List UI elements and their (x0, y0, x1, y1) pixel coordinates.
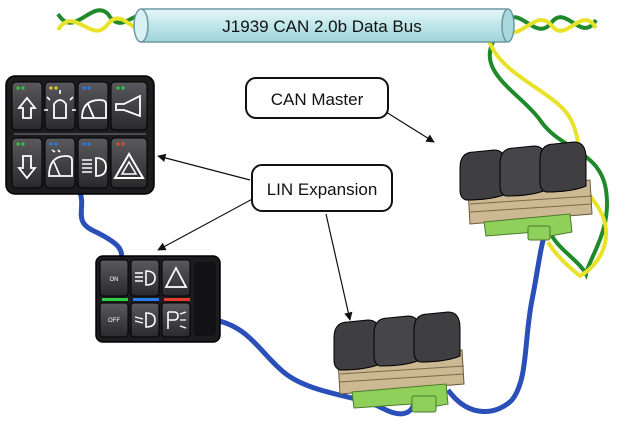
can-master-module (459, 141, 593, 241)
keypad-small-button[interactable] (161, 259, 191, 297)
horn-icon (115, 94, 141, 118)
headlight-icon (135, 270, 156, 286)
module-key[interactable] (413, 311, 461, 363)
keypad-large-button[interactable] (11, 137, 43, 189)
headlight-low-icon (134, 312, 156, 328)
keypad-small-button[interactable] (130, 259, 160, 297)
keypad-large-button[interactable] (77, 137, 109, 189)
on-label: ON (110, 277, 119, 283)
keypad-large-button[interactable] (110, 81, 148, 131)
keypad-small-button[interactable] (130, 302, 160, 338)
lin-expansion-module (333, 311, 465, 413)
keypad-small-button[interactable]: ON (99, 259, 129, 297)
data-bus-tube: J1939 CAN 2.0b Data Bus (133, 8, 515, 43)
arrow-down-icon (17, 155, 37, 180)
keypad-large-button[interactable] (77, 81, 109, 131)
module-key[interactable] (373, 315, 421, 367)
module-key[interactable] (459, 149, 507, 201)
keypad-small-button[interactable]: OFF (99, 302, 129, 338)
bus-label: J1939 CAN 2.0b Data Bus (222, 17, 421, 36)
can-master-label: CAN Master (271, 90, 364, 109)
parking-light-icon (167, 311, 187, 329)
wiper-icon (81, 99, 107, 119)
keypad-large-button[interactable] (110, 137, 148, 189)
lin-wire (77, 191, 549, 417)
keypad-large-button[interactable] (11, 81, 43, 131)
headlight-icon (82, 157, 107, 177)
keypad-large-button[interactable] (44, 81, 76, 131)
keypad-large-button[interactable] (44, 137, 76, 189)
keypad-small: ON OFF (95, 255, 221, 343)
hazard-warning-icon (113, 152, 145, 179)
off-label: OFF (108, 318, 120, 324)
module-key[interactable] (333, 319, 381, 371)
can-wire-right (504, 15, 598, 34)
arrow-up-icon (17, 96, 37, 119)
beacon-light-icon (44, 90, 76, 119)
keypad-large (5, 75, 155, 195)
hazard-warning-icon (164, 266, 188, 288)
lin-expansion-callout: LIN Expansion (251, 164, 393, 212)
lin-expansion-label: LIN Expansion (267, 180, 378, 199)
can-master-callout: CAN Master (245, 77, 389, 119)
module-key[interactable] (499, 145, 547, 197)
wiper-washer-icon (48, 149, 73, 177)
callout-arrows (157, 111, 435, 321)
keypad-small-button[interactable] (161, 302, 191, 338)
module-key[interactable] (539, 141, 587, 193)
